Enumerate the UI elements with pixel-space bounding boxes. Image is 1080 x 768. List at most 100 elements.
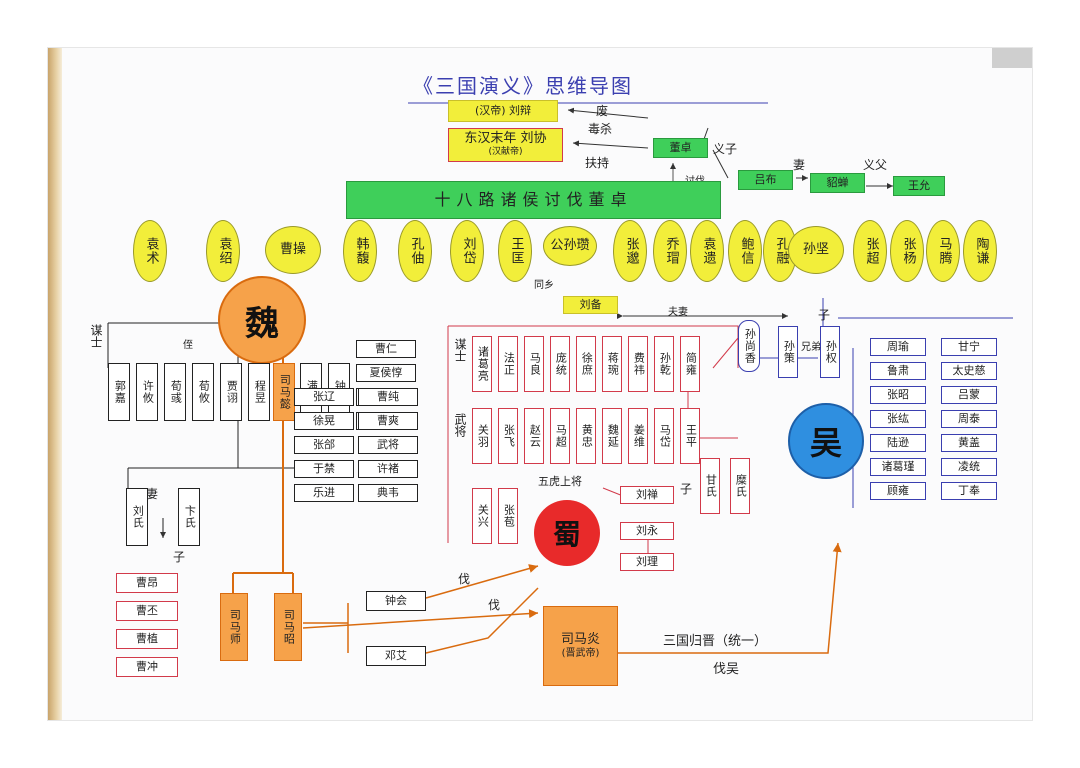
- lvbu-box: 吕布: [738, 170, 793, 190]
- unify-label: 三国归晋（统一）: [663, 634, 768, 649]
- wei-general-9: 武将: [358, 436, 418, 454]
- lord-2: 曹操: [265, 226, 321, 274]
- wei-general-1: 夏侯惇: [356, 364, 416, 382]
- wei-wife-1: 卞氏: [178, 488, 200, 546]
- lord-3: 韩馥: [343, 220, 377, 282]
- liubian-box: (汉帝) 刘辩: [448, 100, 558, 122]
- wei-wife-0: 刘氏: [126, 488, 148, 546]
- sima-zhao-box: 司马昭: [274, 593, 302, 661]
- wei-general-5: 曹纯: [358, 388, 418, 406]
- lord-14: 张超: [853, 220, 887, 282]
- banner-eighteen-lords: 十八路诸侯讨伐董卓: [346, 181, 721, 219]
- sunshangxiang-box: 孙尚香: [738, 320, 760, 372]
- dengai-box: 邓艾: [366, 646, 426, 666]
- lord-9: 乔瑁: [653, 220, 687, 282]
- qi-label: 妻: [793, 158, 806, 172]
- liubei-box: 刘备: [563, 296, 618, 314]
- paper-edge: [992, 48, 1032, 68]
- shu-general-7: 马岱: [654, 408, 674, 464]
- shu-general-3: 马超: [550, 408, 570, 464]
- wei-general-11: 许褚: [358, 460, 418, 478]
- lord-5: 刘岱: [450, 220, 484, 282]
- wei-advisor-6: 司马懿: [273, 363, 295, 421]
- wei-advisor-2: 荀彧: [164, 363, 186, 421]
- lord-13: 孙坚: [788, 226, 844, 274]
- shu-son-1: 刘永: [620, 522, 674, 540]
- wu-officer-left-1: 鲁肃: [870, 362, 926, 380]
- wu-brothers-label: 兄弟: [801, 342, 821, 353]
- mind-map-paper: 《三国演义》思维导图 (汉帝) 刘辩 废 毒杀 东汉末年 刘协 (汉献帝) 扶持…: [48, 48, 1032, 720]
- wangyun-box: 王允: [893, 176, 945, 196]
- zhonghui-box: 钟会: [366, 591, 426, 611]
- lord-12: 孔融: [763, 220, 797, 282]
- wei-general-4: 张辽: [294, 388, 354, 406]
- wei-son-0: 曹昂: [116, 573, 178, 593]
- shu-advisor-8: 简雍: [680, 336, 700, 392]
- shu-wife-1: 糜氏: [730, 458, 750, 514]
- dusha-label: 毒杀: [588, 122, 613, 136]
- shu-advisor-0: 诸葛亮: [472, 336, 492, 392]
- wei-son-2: 曹植: [116, 629, 178, 649]
- wei-circle: 魏: [218, 276, 306, 364]
- wu-officer-left-5: 诸葛瑾: [870, 458, 926, 476]
- yizi-label: 义子: [713, 142, 738, 156]
- shu-general-1: 张飞: [498, 408, 518, 464]
- wei-advisor-0: 郭嘉: [108, 363, 130, 421]
- wei-general-0: 曹仁: [356, 340, 416, 358]
- wu-officer-right-6: 丁奉: [941, 482, 997, 500]
- shu-advisor-3: 庞统: [550, 336, 570, 392]
- jin-emperor-box: 司马炎 (晋武帝): [543, 606, 618, 686]
- wu-officer-right-5: 凌统: [941, 458, 997, 476]
- wei-general-13: 典韦: [358, 484, 418, 502]
- shu-advisor-6: 费祎: [628, 336, 648, 392]
- wei-son-3: 曹冲: [116, 657, 178, 677]
- fa1-label: 伐: [458, 572, 471, 586]
- shu-younger-0: 关兴: [472, 488, 492, 544]
- notebook-binding: [48, 48, 62, 720]
- wei-zi-label: 子: [173, 550, 186, 564]
- shu-advisor-2: 马良: [524, 336, 544, 392]
- jin-name: 司马炎: [560, 631, 600, 647]
- wei-zhi-label: 侄: [183, 340, 193, 351]
- shu-advisor-4: 徐庶: [576, 336, 596, 392]
- wu-officer-left-3: 张纮: [870, 410, 926, 428]
- shu-circle: 蜀: [534, 500, 600, 566]
- lord-17: 陶谦: [963, 220, 997, 282]
- fuchi-label: 扶持: [585, 156, 610, 170]
- wu-son-0: 孙策: [778, 326, 798, 378]
- diaochan-box: 貂蝉: [810, 173, 865, 193]
- wei-son-1: 曹丕: [116, 601, 178, 621]
- lord-1: 袁绍: [206, 220, 240, 282]
- tongxiang-label: 同乡: [534, 280, 554, 291]
- wu-zi-label: 子: [818, 308, 831, 322]
- shu-general-4: 黄忠: [576, 408, 596, 464]
- wei-mou-label: 谋士: [89, 324, 103, 348]
- lord-7: 公孙瓒: [543, 226, 597, 266]
- lord-10: 袁遗: [690, 220, 724, 282]
- wuhu-label: 五虎上将: [538, 475, 582, 488]
- shu-son-2: 刘理: [620, 553, 674, 571]
- fuqi-label: 夫妻: [668, 307, 688, 318]
- wu-officer-right-0: 甘宁: [941, 338, 997, 356]
- shu-general-6: 姜维: [628, 408, 648, 464]
- wu-officer-right-2: 吕蒙: [941, 386, 997, 404]
- wu-officer-left-2: 张昭: [870, 386, 926, 404]
- shu-advisor-7: 孙乾: [654, 336, 674, 392]
- lord-4: 孔伷: [398, 220, 432, 282]
- lord-16: 马腾: [926, 220, 960, 282]
- liuxie-name: 东汉末年 刘协: [464, 131, 547, 147]
- lord-15: 张杨: [890, 220, 924, 282]
- wei-general-12: 乐进: [294, 484, 354, 502]
- liuxie-box: 东汉末年 刘协 (汉献帝): [448, 128, 563, 162]
- shu-younger-1: 张苞: [498, 488, 518, 544]
- shu-general-5: 魏延: [602, 408, 622, 464]
- lord-6: 王匡: [498, 220, 532, 282]
- lord-8: 张邈: [613, 220, 647, 282]
- shu-general-0: 关羽: [472, 408, 492, 464]
- wu-son-1: 孙权: [820, 326, 840, 378]
- wu-officer-left-4: 陆逊: [870, 434, 926, 452]
- fawu-label: 伐吴: [713, 662, 740, 677]
- wu-officer-right-4: 黄盖: [941, 434, 997, 452]
- wei-general-7: 曹爽: [358, 412, 418, 430]
- shu-zi-label: 子: [680, 482, 693, 496]
